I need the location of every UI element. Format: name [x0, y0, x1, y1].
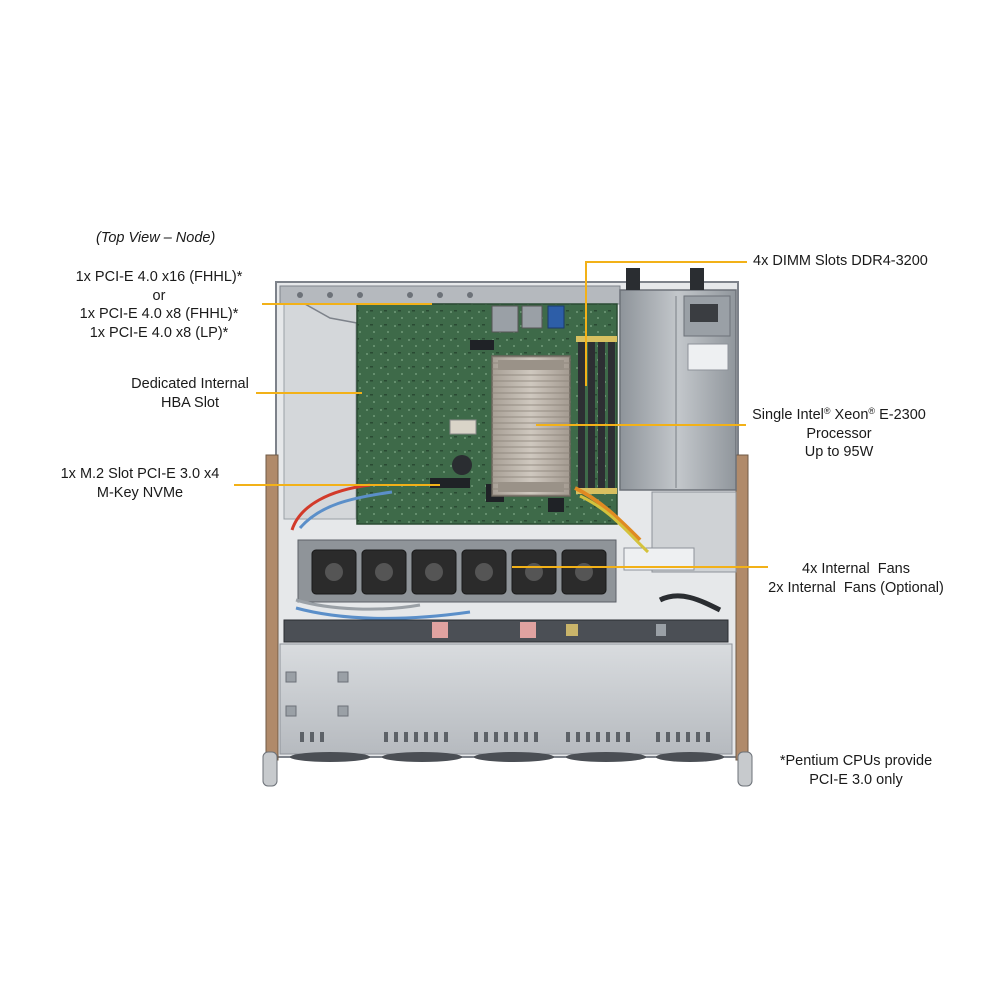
drive-bay-cover: [279, 643, 733, 762]
callout-cpu: Single Intel® Xeon® E-2300 Processor Up …: [744, 402, 934, 462]
callout-cpu-line1: Single Intel® Xeon® E-2300: [752, 406, 926, 423]
callout-pcie-line3: 1x PCI-E 4.0 x8 (FHHL)*: [79, 306, 239, 322]
left-bay: [283, 303, 357, 520]
power-distribution: [574, 486, 737, 613]
callout-dimm: 4x DIMM Slots DDR4-3200: [753, 252, 928, 271]
callout-pcie: 1x PCI-E 4.0 x16 (FHHL)* or 1x PCI-E 4.0…: [64, 268, 254, 342]
callout-pcie-line2: or: [152, 287, 166, 304]
view-title-text: (Top View – Node): [96, 230, 216, 246]
power-supply: [619, 268, 737, 491]
callout-m2: 1x M.2 Slot PCI-E 3.0 x4 M-Key NVMe: [50, 465, 230, 502]
dimm-slots: [576, 336, 617, 494]
callout-cpu-line2: Processor: [806, 425, 872, 442]
callout-fans-line2: 2x Internal Fans (Optional): [768, 579, 944, 596]
callout-pcie-line1: 1x PCI-E 4.0 x16 (FHHL)*: [75, 269, 243, 285]
internal-fans: [297, 539, 617, 603]
callout-fans: 4x Internal Fans 2x Internal Fans (Optio…: [756, 560, 956, 597]
leader-lines: [234, 261, 768, 568]
callout-m2-line1: 1x M.2 Slot PCI-E 3.0 x4: [60, 466, 220, 482]
callout-note-line1: *Pentium CPUs provide: [779, 753, 933, 769]
callout-dimm-line1: 4x DIMM Slots DDR4-3200: [753, 253, 928, 269]
callout-cpu-line3: Up to 95W: [804, 444, 874, 460]
callout-fans-line1: 4x Internal Fans: [802, 561, 910, 577]
callout-hba-line2: HBA Slot: [160, 394, 220, 411]
leader-line-dimm: [585, 261, 747, 386]
callout-note: *Pentium CPUs provide PCI-E 3.0 only: [766, 752, 946, 789]
motherboard: [356, 303, 618, 525]
callout-pcie-line4: 1x PCI-E 4.0 x8 (LP)*: [89, 324, 229, 341]
backplane: [283, 619, 729, 643]
data-cables: [290, 483, 471, 620]
callout-hba-line1: Dedicated Internal: [131, 376, 249, 392]
view-title: (Top View – Node): [96, 229, 215, 248]
callout-hba: Dedicated Internal HBA Slot: [120, 375, 260, 412]
callout-m2-line2: M-Key NVMe: [96, 484, 184, 501]
callout-note-line2: PCI-E 3.0 only: [809, 771, 903, 788]
